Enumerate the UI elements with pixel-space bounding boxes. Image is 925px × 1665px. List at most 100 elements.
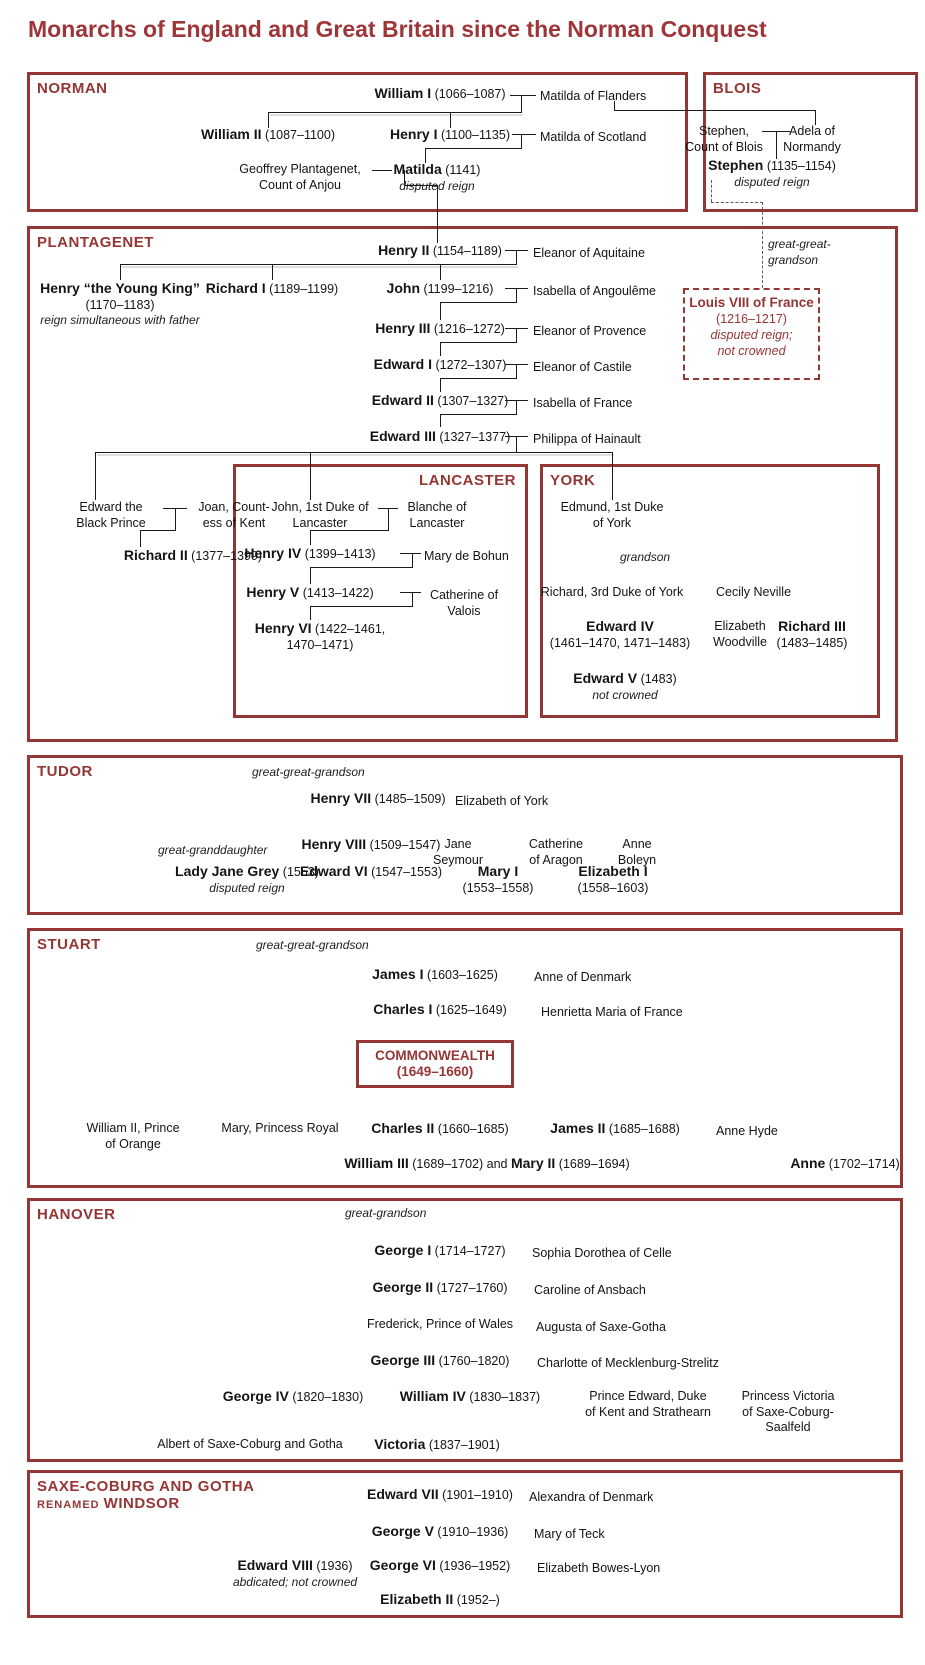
connector-line	[425, 148, 426, 163]
george-vi: George VI (1936–1952)	[369, 1557, 511, 1573]
connector-line	[521, 134, 522, 149]
connector-line	[120, 264, 516, 265]
edward-iii: Edward III (1327–1377)	[369, 428, 511, 444]
henry-the-young-king: Henry “the Young King”(1170–1183)reign s…	[40, 280, 200, 327]
henrietta-maria: Henrietta Maria of France	[541, 1005, 683, 1019]
richard-ii: Richard II (1377–1399)	[123, 547, 263, 563]
relation-james-i: great-great-grandson	[256, 938, 369, 952]
mary-princess-royal: Mary, Princess Royal	[221, 1121, 339, 1135]
connector-line	[310, 530, 389, 531]
charles-i: Charles I (1625–1649)	[373, 1001, 507, 1017]
frederick-prince-of-wales: Frederick, Prince of Wales	[366, 1317, 514, 1331]
connector-line	[437, 185, 438, 243]
dashed-connector-line	[762, 202, 763, 288]
william-iv: William IV (1830–1837)	[399, 1388, 541, 1404]
charlotte-of-mecklenburg: Charlotte of Mecklenburg-Strelitz	[537, 1356, 720, 1370]
elizabeth-i: Elizabeth I(1558–1603)	[577, 863, 649, 895]
eleanor-of-provence: Eleanor of Provence	[533, 324, 647, 338]
callout-line: (1649–1660)	[396, 1064, 474, 1079]
edward-ii: Edward II (1307–1327)	[371, 392, 509, 408]
connector-line	[412, 592, 413, 607]
connector-line	[268, 112, 521, 113]
connector-line	[310, 567, 413, 568]
connector-line	[776, 131, 777, 159]
augusta-of-saxe-gotha: Augusta of Saxe-Gotha	[536, 1320, 666, 1334]
section-box-york	[540, 464, 880, 718]
dashed-connector-line	[711, 202, 763, 203]
stephen-count-of-blois: Stephen,Count of Blois	[685, 124, 763, 154]
connector-line	[440, 264, 441, 280]
section-label-lancaster: LANCASTER	[419, 472, 516, 489]
section-label-tudor: TUDOR	[37, 763, 93, 780]
victoria: Victoria (1837–1901)	[374, 1436, 500, 1452]
matilda-of-scotland: Matilda of Scotland	[540, 130, 647, 144]
connector-line	[815, 110, 816, 125]
connector-line	[440, 342, 517, 343]
section-label-hanover: HANOVER	[37, 1206, 116, 1223]
edward-i: Edward I (1272–1307)	[373, 356, 507, 372]
connector-line	[516, 250, 517, 265]
relation-great-granddaughter: great-granddaughter	[158, 843, 268, 857]
sophia-dorothea: Sophia Dorothea of Celle	[532, 1246, 672, 1260]
elizabeth-bowes-lyon: Elizabeth Bowes-Lyon	[537, 1561, 661, 1575]
section-label-york: YORK	[550, 472, 596, 489]
connector-line	[612, 452, 613, 500]
henry-iv: Henry IV (1399–1413)	[244, 545, 376, 561]
connector-line	[310, 452, 311, 500]
section-box-stuart	[27, 928, 903, 1188]
connector-line	[404, 170, 405, 186]
henry-iii: Henry III (1216–1272)	[375, 320, 505, 336]
connector-line	[268, 112, 269, 128]
connector-line	[516, 400, 517, 415]
section-box-lancaster	[233, 464, 528, 718]
richard-i: Richard I (1189–1199)	[205, 280, 339, 296]
geoffrey-plantagenet: Geoffrey Plantagenet,Count of Anjou	[239, 162, 361, 192]
edward-v: Edward V (1483)not crowned	[573, 670, 677, 702]
henry-v: Henry V (1413–1422)	[246, 584, 374, 600]
relation-george-i: great-grandson	[345, 1206, 427, 1220]
connector-line	[516, 288, 517, 303]
albert: Albert of Saxe-Coburg and Gotha	[157, 1437, 343, 1451]
callout-line: (1216–1217)	[716, 312, 787, 326]
edward-viii: Edward VIII (1936)abdicated; not crowned	[232, 1557, 358, 1589]
connector-line	[440, 302, 441, 320]
connector-line	[440, 414, 517, 415]
isabella-of-angouleme: Isabella of Angoulême	[533, 284, 657, 298]
connector-line	[510, 95, 536, 96]
isabella-of-france: Isabella of France	[533, 396, 633, 410]
henry-i: Henry I (1100–1135)	[390, 126, 510, 142]
lady-jane-grey: Lady Jane Grey (1553)disputed reign	[175, 863, 319, 895]
george-ii: George II (1727–1760)	[372, 1279, 508, 1295]
mary-de-bohun: Mary de Bohun	[424, 549, 509, 563]
connector-line	[175, 508, 176, 531]
anne-hyde: Anne Hyde	[716, 1124, 778, 1138]
relation-louis: great-great-grandson	[768, 237, 831, 267]
section-label-norman: NORMAN	[37, 80, 108, 97]
george-iii: George III (1760–1820)	[370, 1352, 510, 1368]
callout-commonwealth: COMMONWEALTH(1649–1660)	[356, 1040, 514, 1088]
callout-louis-viii: Louis VIII of France(1216–1217)disputed …	[683, 288, 820, 380]
dashed-connector-line	[711, 180, 712, 202]
section-box-saxe-coburg	[27, 1470, 903, 1618]
connector-line	[614, 101, 615, 111]
cecily-neville: Cecily Neville	[716, 585, 792, 599]
connector-line	[388, 508, 389, 531]
connector-line	[450, 112, 451, 128]
connector-line	[310, 606, 311, 620]
page-title: Monarchs of England and Great Britain si…	[28, 16, 767, 42]
elizabeth-of-york: Elizabeth of York	[455, 794, 549, 808]
connector-line	[440, 414, 441, 427]
connector-line	[412, 553, 413, 568]
george-v: George V (1910–1936)	[371, 1523, 509, 1539]
richard-iii: Richard III(1483–1485)	[776, 618, 848, 650]
